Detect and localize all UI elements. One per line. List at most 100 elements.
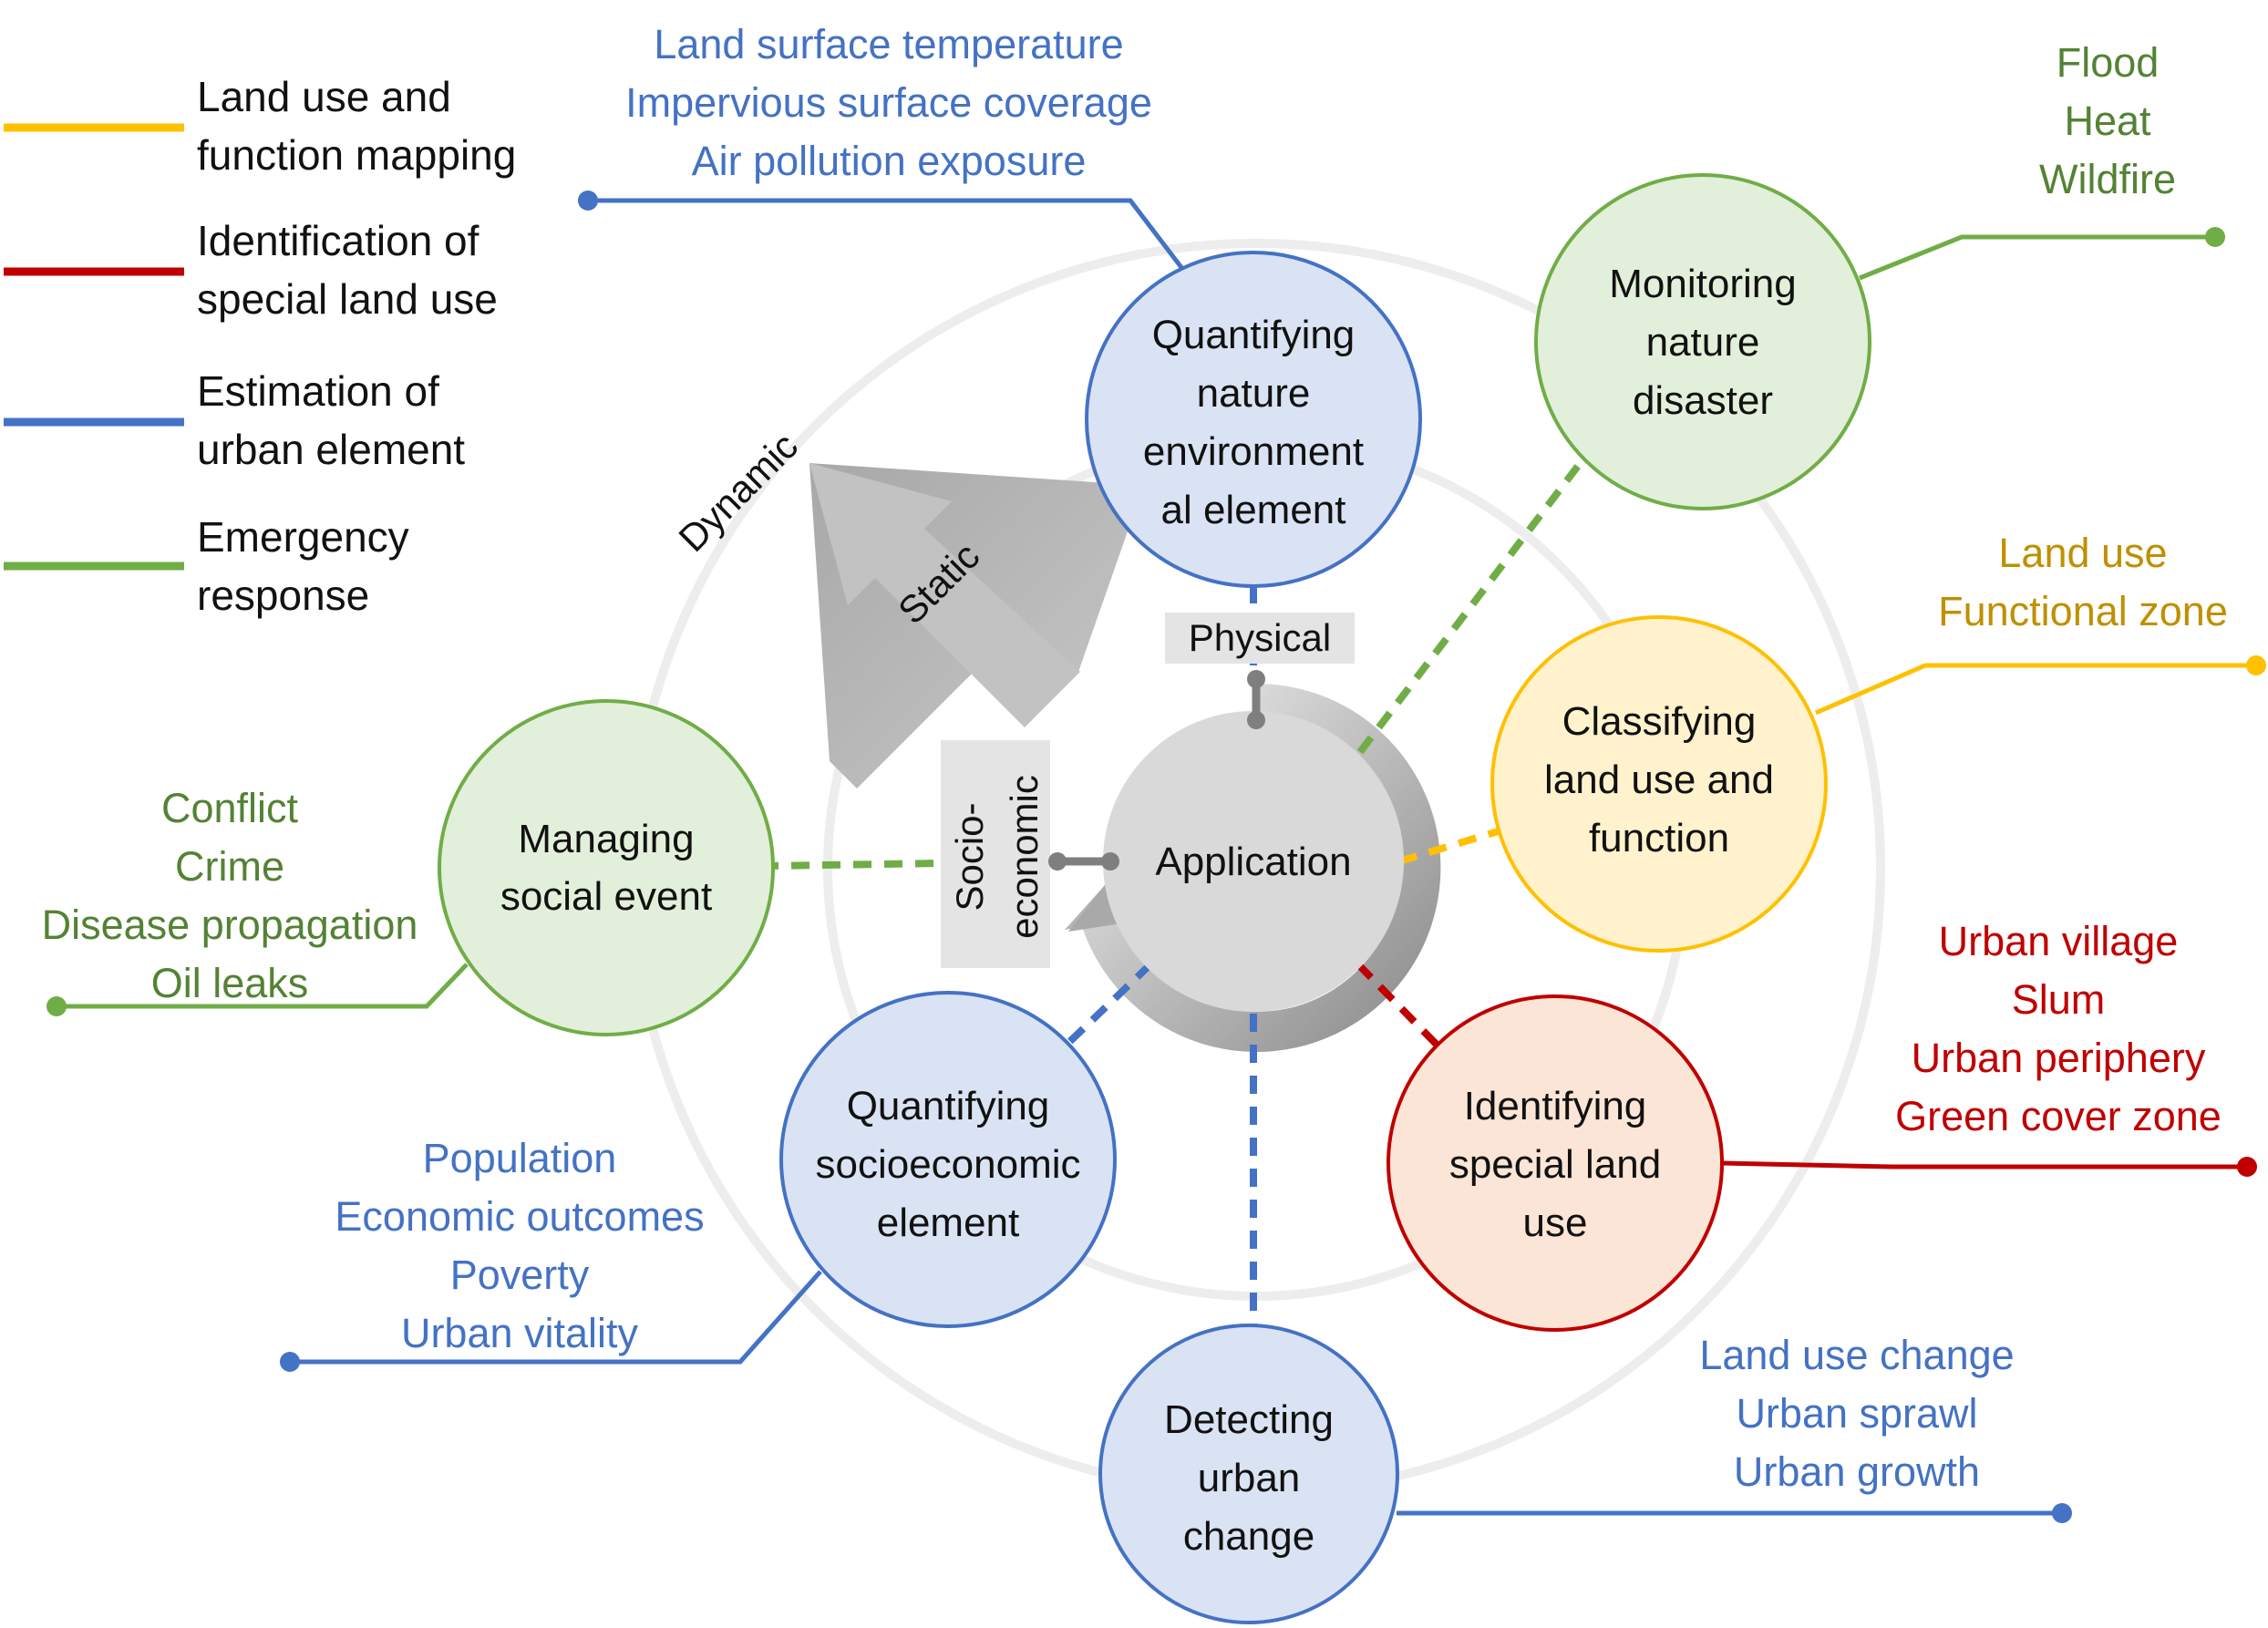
node-land-use: Classifying land use and function [1490,615,1828,953]
node-label-urban-change-2: urban [1198,1456,1301,1500]
leader-nature-env [588,198,1185,272]
node-label-land-use-2: land use and [1544,757,1774,802]
leader-dot-nature-env [578,191,598,211]
example-land-use-2: Functional zone [1938,588,2228,634]
physical-label-bg [1165,613,1355,664]
node-special-land: Identifying special land use [1387,994,1724,1332]
examples-land-use: Land use Functional zone [1938,530,2228,634]
leader-lines [46,191,2266,1523]
node-label-urban-change-3: change [1183,1514,1314,1559]
legend-label-red-2: special land use [197,275,498,323]
socio-label-1: Socio- [948,802,991,911]
node-label-urban-change-1: Detecting [1164,1397,1334,1442]
leader-land-use [1815,663,2256,716]
examples-socioeconomic: Population Economic outcomes Poverty Urb… [335,1135,704,1356]
physical-label: Physical [1189,616,1331,659]
example-nature-env-2: Impervious surface coverage [625,79,1152,126]
node-socioeconomic: Quantifying socioeconomic element [779,991,1117,1328]
leader-dot-nature-disaster [2205,227,2225,247]
node-circle-urban-change [1098,1324,1399,1624]
example-nature-env-1: Land surface temperature [654,21,1123,67]
node-label-special-land-1: Identifying [1464,1084,1647,1128]
example-urban-change-3: Urban growth [1734,1448,1980,1495]
example-urban-change-2: Urban sprawl [1736,1390,1977,1437]
socio-dot-left [1048,852,1067,871]
legend-label-yellow-1: Land use and [197,73,451,120]
physical-dot-top [1247,670,1265,688]
node-label-social-event-1: Managing [518,817,694,861]
legend-label-blue-1: Estimation of [197,367,439,415]
connector-special-land [1356,962,1443,1051]
axis-labels: Physical Socio- economic [941,613,1355,968]
node-label-socioeconomic-1: Quantifying [847,1084,1050,1128]
example-special-land-4: Green cover zone [1895,1093,2222,1139]
example-urban-change-1: Land use change [1699,1332,2014,1378]
node-label-socioeconomic-2: socioeconomic [815,1142,1080,1187]
leader-dot-socioeconomic [280,1352,300,1372]
legend-item-blue: Estimation of urban element [4,367,465,473]
legend-label-green-2: response [197,572,369,619]
leader-dot-social-event [46,996,67,1016]
node-circle-socioeconomic [779,991,1117,1328]
socio-dot-right [1101,852,1119,871]
example-social-event-1: Conflict [161,785,299,831]
leader-dot-land-use [2246,655,2266,675]
node-circle-special-land [1387,994,1724,1332]
physical-dot-bottom [1247,711,1265,729]
example-socioeconomic-3: Poverty [450,1252,590,1298]
node-circle-land-use [1490,615,1828,953]
example-socioeconomic-1: Population [423,1135,617,1181]
example-socioeconomic-4: Urban vitality [401,1310,639,1356]
leader-dot-special-land [2237,1157,2257,1177]
node-circle-nature-env [1085,251,1422,588]
examples-nature-disaster: Flood Heat Wildfire [2039,39,2176,202]
legend-label-green-1: Emergency [197,513,409,561]
example-special-land-1: Urban village [1939,918,2179,964]
example-nature-disaster-1: Flood [2057,39,2160,86]
example-nature-disaster-3: Wildfire [2039,156,2176,202]
node-circle-nature-disaster [1534,173,1871,510]
leader-dot-urban-change [2052,1503,2072,1523]
node-label-nature-env-1: Quantifying [1152,313,1356,357]
example-social-event-3: Disease propagation [42,902,418,948]
leader-social-event [57,963,469,1009]
example-land-use-1: Land use [1998,530,2167,576]
example-nature-disaster-2: Heat [2064,98,2151,144]
legend-label-red-1: Identification of [197,217,479,264]
example-social-event-2: Crime [175,843,284,890]
examples-special-land: Urban village Slum Urban periphery Green… [1895,918,2222,1139]
center-label: Application [1155,840,1351,884]
node-nature-env: Quantifying nature environment al elemen… [1085,251,1422,588]
node-label-nature-disaster-1: Monitoring [1609,262,1796,306]
node-urban-change: Detecting urban change [1098,1324,1399,1624]
examples-urban-change: Land use change Urban sprawl Urban growt… [1699,1332,2014,1495]
examples-social-event: Conflict Crime Disease propagation Oil l… [42,785,418,1006]
legend-item-yellow: Land use and function mapping [4,73,516,179]
ring-arc [1082,683,1441,1052]
node-label-social-event-2: social event [500,874,712,919]
node-label-nature-disaster-3: disaster [1633,378,1773,423]
leader-socioeconomic [290,1270,822,1365]
node-label-nature-disaster-2: nature [1646,320,1760,365]
socio-label-2: economic [1003,775,1046,939]
node-label-nature-env-4: al element [1160,488,1345,532]
example-special-land-2: Slum [2012,976,2106,1023]
node-social-event: Managing social event [438,699,775,1036]
legend: Land use and function mapping Identifica… [4,73,516,619]
leader-nature-disaster [1859,234,2215,281]
node-label-special-land-3: use [1523,1200,1588,1245]
legend-label-blue-2: urban element [197,426,465,473]
dynamic-label: Dynamic [670,424,806,560]
center-node: Application [1103,711,1404,1012]
node-label-land-use-3: function [1589,816,1729,860]
center-circle [1103,711,1404,1012]
dynamic-static-arrow: Dynamic Static [670,424,1135,788]
node-label-special-land-2: special land [1449,1142,1661,1187]
node-nature-disaster: Monitoring nature disaster [1534,173,1871,510]
node-label-land-use-1: Classifying [1562,699,1757,744]
example-socioeconomic-2: Economic outcomes [335,1193,704,1240]
legend-item-green: Emergency response [4,513,409,619]
example-social-event-4: Oil leaks [151,960,309,1006]
leader-special-land [1722,1160,2247,1169]
